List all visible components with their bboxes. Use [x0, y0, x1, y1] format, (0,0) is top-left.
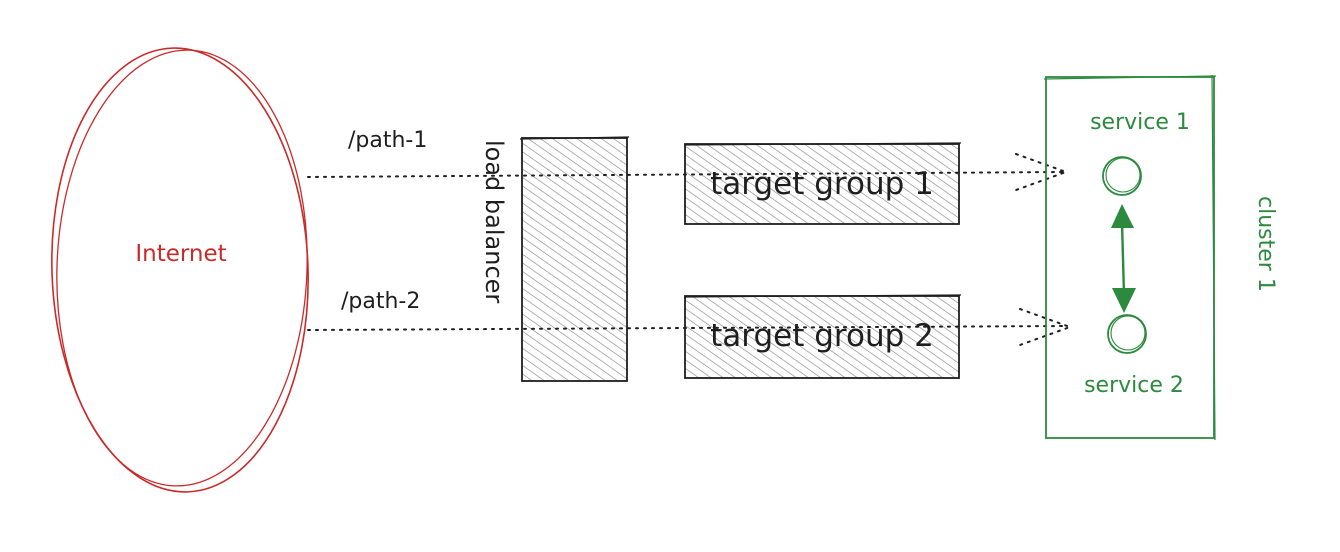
internet-node: Internet — [51, 47, 309, 493]
load-balancer-label: load balancer — [480, 140, 508, 303]
target-group-1-node: target group 1 — [683, 142, 962, 225]
load-balancer-node: load balancer — [480, 136, 630, 382]
cluster-label: cluster 1 — [1253, 196, 1278, 292]
service-2-node — [1107, 314, 1147, 354]
connection-path-1 — [307, 153, 1069, 191]
cluster-node: cluster 1 service 1 service 2 — [1043, 74, 1278, 441]
service-link-arrow — [1111, 204, 1136, 313]
target-group-1-label: target group 1 — [710, 166, 934, 202]
connection-path-2 — [307, 308, 1073, 346]
internet-label: Internet — [135, 241, 226, 267]
route-label-path-2: /path-2 — [341, 289, 420, 314]
service-1-node — [1102, 156, 1142, 196]
target-group-2-label: target group 2 — [710, 318, 934, 354]
service-2-label: service 2 — [1084, 373, 1184, 398]
route-label-path-1: /path-1 — [348, 128, 427, 153]
target-group-2-node: target group 2 — [683, 294, 962, 379]
service-1-label: service 1 — [1090, 110, 1190, 135]
